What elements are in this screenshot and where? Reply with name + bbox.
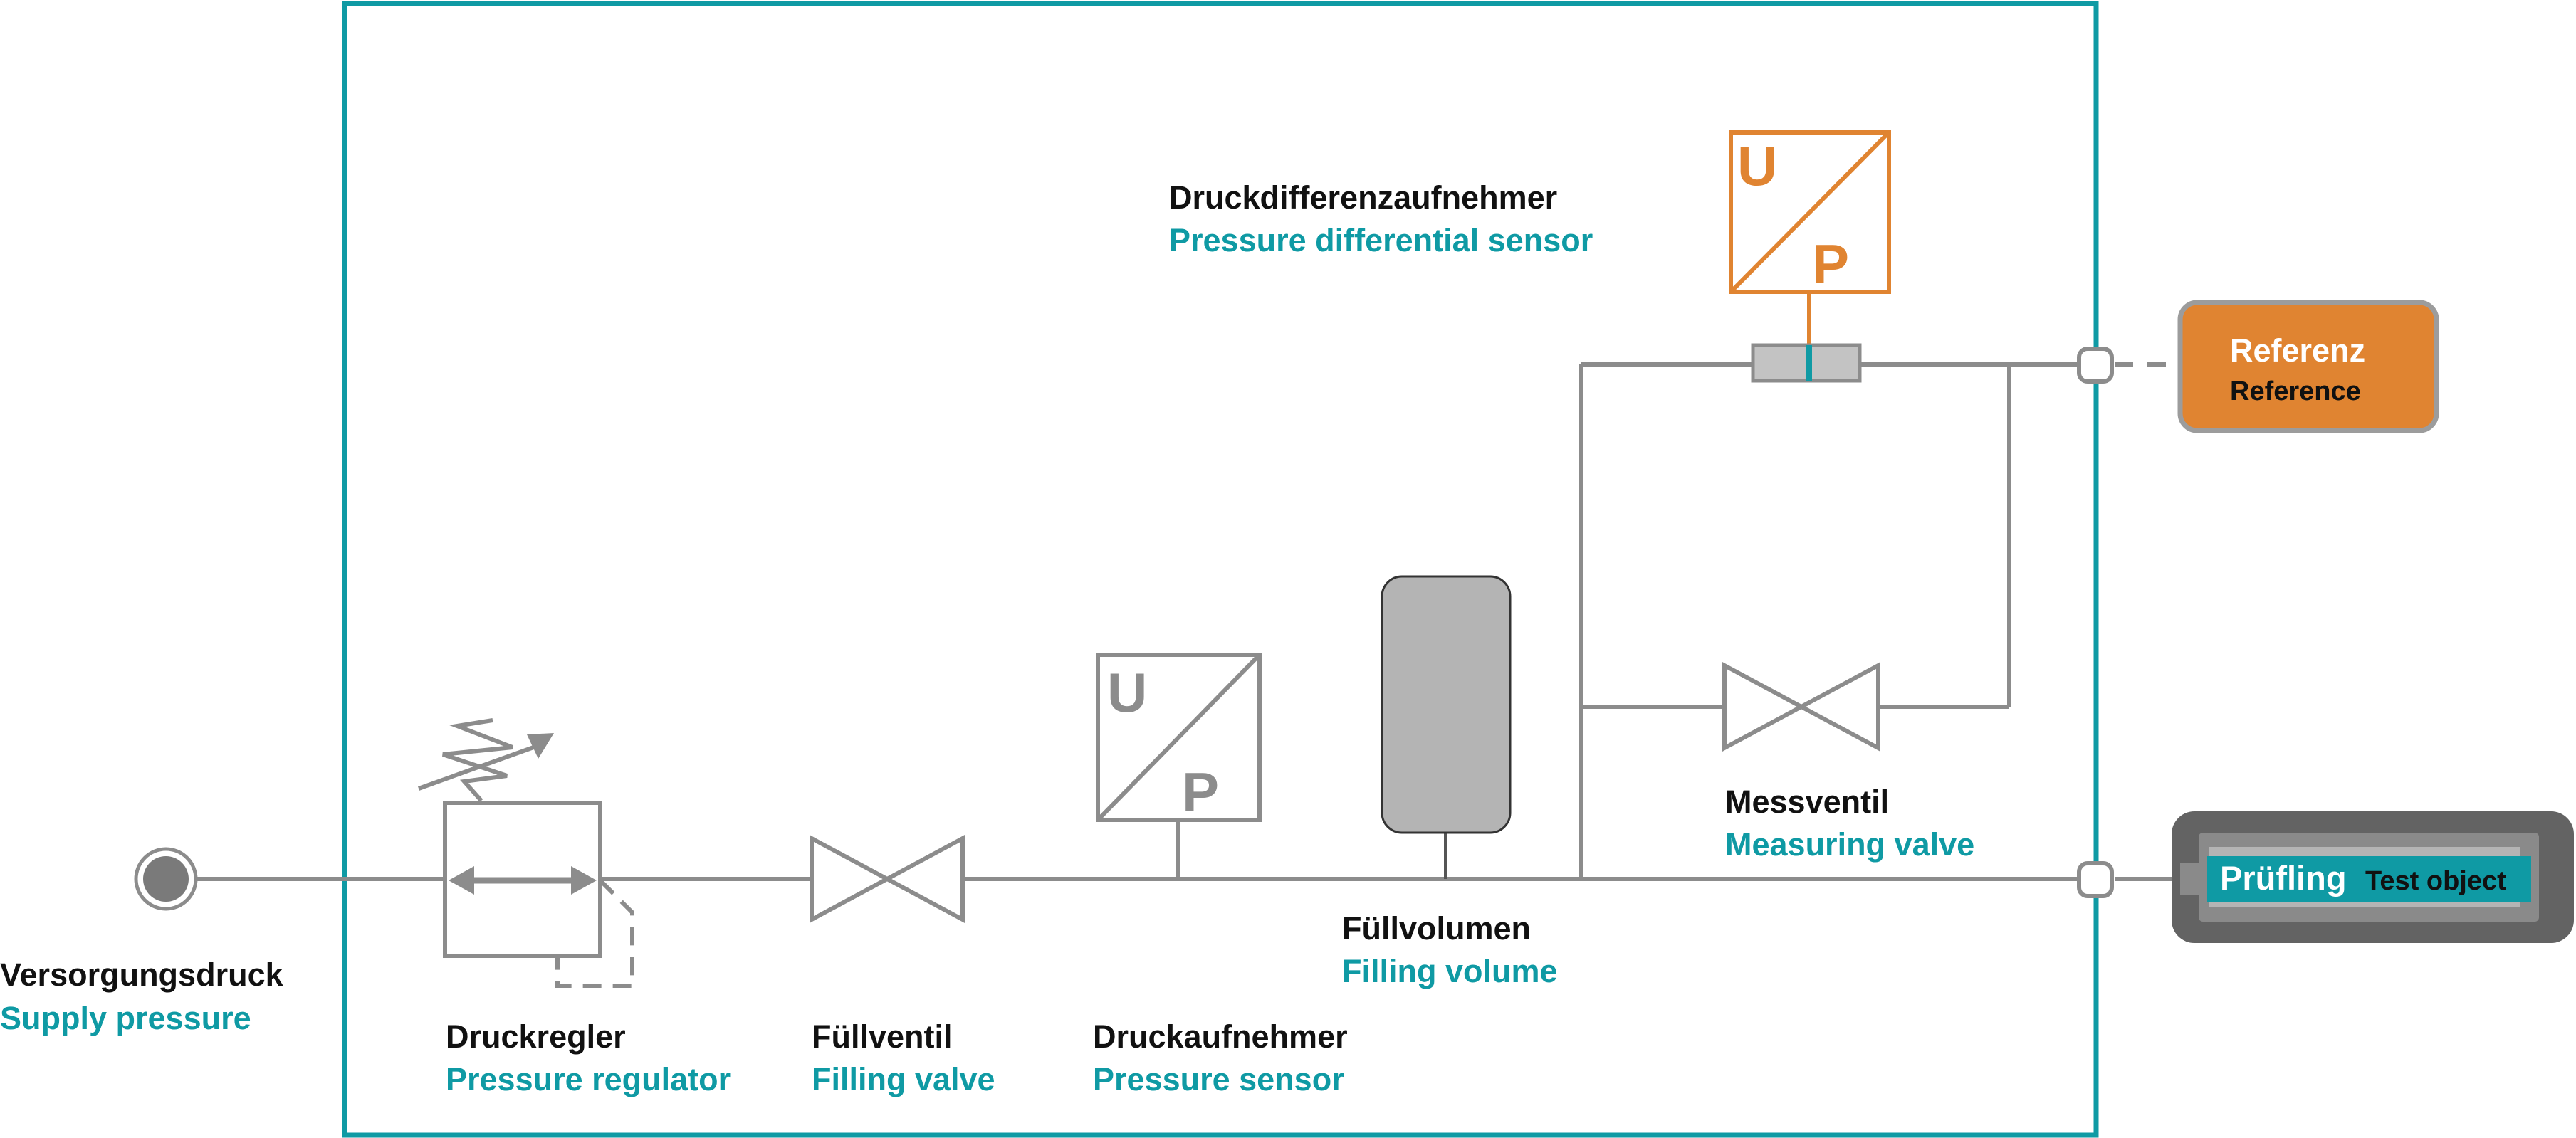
diff-sensor-p-glyph: P <box>1812 233 1849 295</box>
test-object-label-en: Test object <box>2365 866 2506 896</box>
sensor-u-glyph: U <box>1107 661 1147 724</box>
diff-sensor-label-de: Druckdifferenzaufnehmer <box>1169 179 1557 216</box>
measuring-valve-label-de: Messventil <box>1725 784 1889 820</box>
filling-volume-tank <box>1381 575 1512 879</box>
test-object-label-de: Prüfling <box>2220 859 2347 897</box>
filling-valve-label-en: Filling valve <box>812 1061 995 1097</box>
test-object-port <box>2077 861 2114 898</box>
filling-volume-label-de: Füllvolumen <box>1342 910 1531 947</box>
filling-volume-label-en: Filling volume <box>1342 953 1558 989</box>
regulator-label-de: Druckregler <box>446 1018 626 1055</box>
pressure-regulator-symbol <box>417 718 634 988</box>
pressure-sensor-label-de: Druckaufnehmer <box>1093 1018 1348 1055</box>
measuring-valve-symbol <box>1722 661 1880 752</box>
device-enclosure <box>342 1 2099 1138</box>
supply-label-de: Versorgungsdruck <box>0 957 284 993</box>
sensor-p-glyph: P <box>1182 761 1219 823</box>
pressure-sensor-symbol: U P <box>1096 653 1262 879</box>
filling-valve-label-de: Füllventil <box>812 1018 953 1055</box>
reference-box: Referenz Reference <box>2177 300 2439 433</box>
reference-port <box>2077 347 2114 384</box>
diff-sensor-label-en: Pressure differential sensor <box>1169 222 1593 258</box>
reference-label-en: Reference <box>2230 376 2361 406</box>
regulator-label-en: Pressure regulator <box>446 1061 731 1097</box>
measuring-valve-label-en: Measuring valve <box>1725 826 1974 863</box>
differential-sensor-symbol: U P <box>1729 130 1891 383</box>
supply-port <box>134 847 198 911</box>
supply-label-en: Supply pressure <box>0 1000 251 1036</box>
diff-sensor-u-glyph: U <box>1737 135 1777 197</box>
filling-valve-symbol <box>810 834 965 924</box>
test-object: Prüfling Test object <box>2172 811 2574 943</box>
pressure-sensor-label-en: Pressure sensor <box>1093 1061 1344 1097</box>
reference-label-de: Referenz <box>2230 332 2365 369</box>
